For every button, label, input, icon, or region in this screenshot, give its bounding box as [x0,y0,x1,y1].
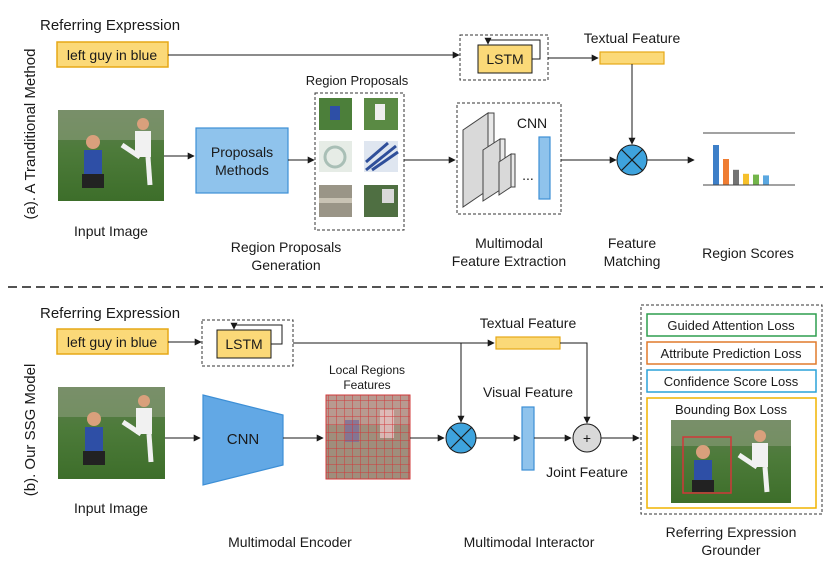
region-generation-line2: Generation [251,257,320,273]
bottom-input-image-label: Input Image [74,500,148,516]
bottom-lstm-loop [230,322,283,345]
top-input-image-label: Input Image [74,223,148,239]
bottom-referring-expression-label: Referring Expression [40,305,180,322]
cnn-layer-stack [462,112,516,208]
feature-matching-line2: Matching [604,253,661,269]
local-regions-line2: Features [343,378,390,392]
top-lstm-label: LSTM [486,51,523,67]
region-generation-line1: Region Proposals [231,239,342,255]
bottom-cnn-block [202,394,284,486]
region-proposals-label: Region Proposals [306,73,409,88]
feature-extraction-line1: Multimodal [475,235,543,251]
guided-attention-loss-box [646,313,817,337]
region-score-bar [723,159,729,185]
bottom-query-text: left guy in blue [67,334,157,350]
region-proposal-thumbnails [319,98,399,217]
multimodal-encoder-label: Multimodal Encoder [228,534,352,550]
interaction-operator [445,422,477,454]
top-lstm-loop [484,37,541,60]
bottom-textual-feature-bar [495,336,561,350]
textual-to-joint-arrow [560,342,591,424]
joint-plus-symbol: + [583,430,591,446]
confidence-score-loss-label: Confidence Score Loss [664,374,799,389]
region-score-bar [733,169,739,185]
proposals-methods-line2: Methods [215,162,269,178]
top-textual-feature-bar [599,51,665,65]
confidence-score-loss-box [646,369,817,393]
bottom-query-box [56,328,169,355]
bottom-input-image [58,387,165,479]
top-referring-expression-label: Referring Expression [40,17,180,34]
bottom-lstm-label: LSTM [225,336,262,352]
grounder-line2: Grounder [701,542,760,558]
proposals-methods-line1: Proposals [211,144,273,160]
multimodal-interactor-label: Multimodal Interactor [464,534,595,550]
top-side-label: (a). A Tranditional Method [22,49,39,220]
feature-extraction-container [456,102,562,215]
region-score-bar [743,173,749,185]
grounder-line1: Referring Expression [666,524,797,540]
region-proposals-container [314,92,405,231]
feature-extraction-line2: Feature Extraction [452,253,566,269]
bottom-side-label: (b). Our SSG Model [22,364,39,497]
bounding-box-loss-label: Bounding Box Loss [675,402,788,417]
predicted-bounding-box [682,436,732,494]
region-score-bar [753,174,759,185]
bottom-cnn-label: CNN [227,431,260,448]
top-query-box [56,41,169,68]
region-score-bar [713,145,719,185]
top-input-image [58,110,164,201]
visual-feature-label: Visual Feature [483,384,573,400]
local-regions-grid [325,394,411,480]
region-scores-label: Region Scores [702,245,794,261]
attribute-prediction-loss-label: Attribute Prediction Loss [661,346,802,361]
feature-matching-operator [616,144,648,176]
top-textual-feature-label: Textual Feature [584,30,681,46]
bottom-textual-feature-label: Textual Feature [480,315,577,331]
bottom-lstm-box [216,329,272,359]
cnn-ellipsis: ... [522,167,534,183]
region-score-bar [763,175,769,185]
top-visual-feature-bar [538,136,551,200]
top-lstm-box [477,44,533,74]
region-score-bars [713,145,769,185]
grounding-result-image [671,420,791,503]
guided-attention-loss-label: Guided Attention Loss [667,318,795,333]
attribute-prediction-loss-box [646,341,817,365]
bottom-visual-feature-bar [521,406,535,471]
feature-matching-line1: Feature [608,235,656,251]
local-regions-line1: Local Regions [329,363,405,377]
proposals-methods-box [195,127,289,194]
joint-feature-label: Joint Feature [546,464,628,480]
grounder-container [640,304,823,515]
bottom-lstm-container [201,319,294,367]
top-query-text: left guy in blue [67,47,157,63]
top-cnn-label: CNN [517,115,547,131]
